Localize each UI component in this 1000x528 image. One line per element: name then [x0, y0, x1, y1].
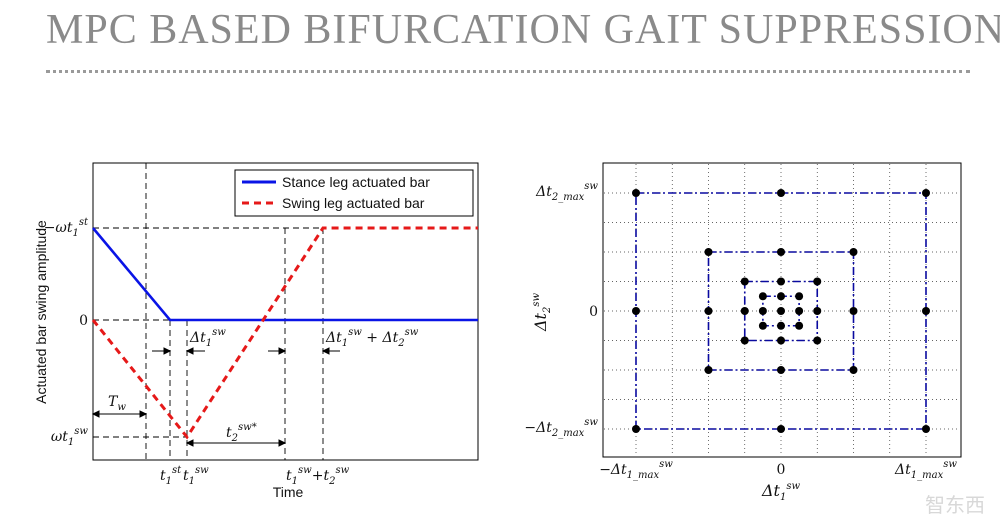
arrowhead-dt1-left: [163, 347, 172, 355]
grid-point-0-0-1: [632, 307, 640, 315]
grid-point-2-0-0: [740, 336, 749, 345]
grid-point-2-2-1: [813, 307, 822, 315]
grid-point-1-2-1: [849, 307, 858, 315]
xtick-t1st: t1st: [160, 465, 182, 487]
right-ytick-bottom: −Δt2_maxsw: [524, 417, 598, 439]
grid-point-3-2-0: [795, 321, 804, 330]
grid-point-1-1-2: [777, 248, 785, 256]
left-xlabel: Time: [273, 484, 304, 500]
right-plot: Δt2_maxsw 0 −Δt2_maxsw −Δt1_maxsw 0 Δt1_…: [524, 162, 962, 503]
right-xlabel: Δt1sw: [761, 481, 800, 503]
grid-point-3-1-0: [777, 321, 785, 330]
arrowhead-dt12-right: [321, 347, 330, 355]
right-xtick-zero: 0: [777, 462, 786, 478]
title-divider: [46, 70, 970, 73]
grid-point-0-0-0: [632, 425, 640, 433]
arrowhead-tw-right: [139, 410, 148, 418]
ytick-top: −ωt1st: [44, 217, 89, 239]
grid-point-0-1-2: [777, 189, 785, 197]
grid-point-3-2-2: [795, 292, 804, 301]
grid-point-2-1-2: [777, 277, 785, 286]
legend: Stance leg actuated bar Swing leg actuat…: [234, 169, 474, 217]
grid-point-2-2-2: [813, 277, 822, 286]
legend-box: [234, 169, 474, 217]
right-xtick-left: −Δt1_maxsw: [599, 459, 673, 481]
slide-title: MPC BASED BIFURCATION GAIT SUPPRESSION: [46, 7, 1000, 53]
series-swing-leg: [91, 226, 478, 440]
right-ylabel: Δt2sw: [531, 293, 553, 332]
grid-point-1-2-0: [849, 366, 858, 374]
grid-point-2-0-2: [740, 277, 749, 286]
grid-point-0-2-0: [922, 425, 930, 433]
grid-point-2-2-0: [813, 336, 822, 345]
grid-point-1-0-0: [704, 366, 713, 374]
series-stance-leg: [92, 227, 478, 322]
right-ytick-top: Δt2_maxsw: [535, 181, 598, 203]
arrowhead-t2star-left: [185, 439, 194, 447]
grid-point-1-1-0: [777, 366, 785, 374]
arrowhead-t2star-right: [278, 439, 287, 447]
label-dt1: Δt1sw: [189, 327, 226, 349]
arrowhead-tw-left: [91, 410, 100, 418]
grid-point-3-1-1: [777, 307, 785, 315]
grid-point-0-2-2: [922, 189, 930, 197]
grid-point-1-2-2: [849, 248, 858, 256]
left-arrows: [91, 347, 340, 447]
right-xtick-right: Δt1_maxsw: [894, 459, 957, 481]
grid-point-3-1-2: [777, 292, 785, 301]
ytick-zero: 0: [79, 313, 88, 329]
arrowhead-dt12-left: [278, 347, 287, 355]
grid-point-0-0-2: [632, 189, 640, 197]
left-plot: Stance leg actuated bar Swing leg actuat…: [33, 162, 479, 500]
grid-point-3-2-1: [795, 307, 804, 315]
xtick-t1sw: t1sw: [183, 465, 209, 487]
label-dt1-plus-dt2: Δt1sw + Δt2sw: [325, 327, 419, 349]
legend-label-stance: Stance leg actuated bar: [282, 174, 430, 190]
grid-point-1-0-1: [704, 307, 713, 315]
grid-point-3-0-0: [758, 321, 767, 330]
label-tw: Tw: [108, 394, 126, 413]
legend-label-swing: Swing leg actuated bar: [282, 195, 425, 211]
grid-point-2-1-0: [777, 336, 785, 345]
grid-point-0-1-0: [777, 425, 785, 433]
grid-point-0-2-1: [922, 307, 930, 315]
left-ylabel: Actuated bar swing amplitude: [33, 220, 49, 404]
right-points: [632, 189, 930, 433]
grid-point-1-0-2: [704, 248, 713, 256]
xtick-t1sw-plus-t2sw: t1sw+t2sw: [286, 465, 350, 487]
right-ytick-zero: 0: [589, 304, 598, 320]
arrowhead-dt1-right: [185, 347, 194, 355]
grid-point-2-0-1: [740, 307, 749, 315]
label-t2star: t2sw*: [226, 422, 257, 444]
grid-point-3-0-2: [758, 292, 767, 301]
watermark: 智东西: [925, 493, 985, 517]
grid-point-3-0-1: [758, 307, 767, 315]
ytick-bottom: ωt1sw: [51, 426, 89, 448]
